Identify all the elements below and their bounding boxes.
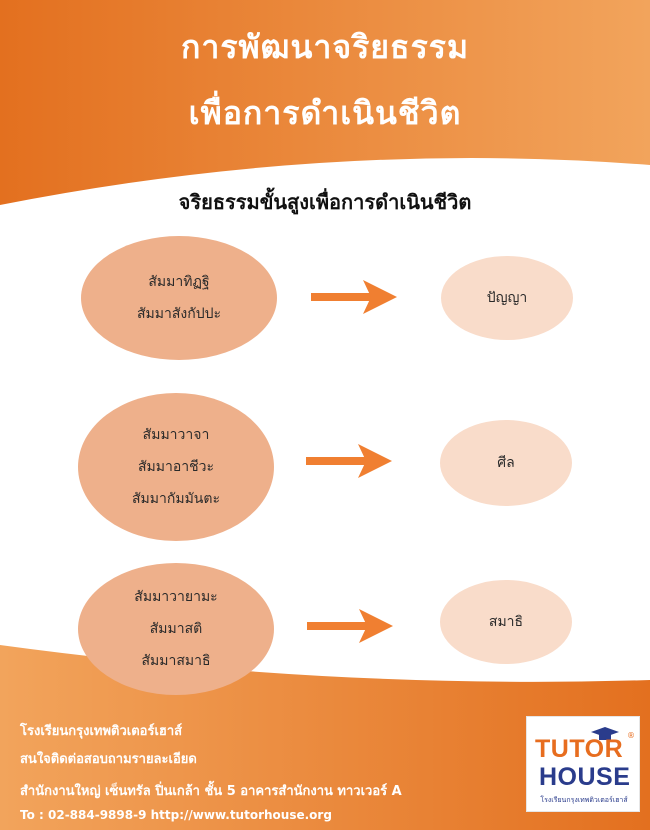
path-group-2-ellipse: สัมมาวาจา สัมมาอาชีวะ สัมมากัมมันตะ bbox=[78, 393, 274, 541]
logo-tagline: โรงเรียนกรุงเทพติวเตอร์เฮาส์ bbox=[540, 796, 628, 804]
page-title-line2: เพื่อการดำเนินชีวิต bbox=[188, 94, 462, 132]
tutor-house-logo[interactable]: ® TUTOR HOUSE โรงเรียนกรุงเทพติวเตอร์เฮา… bbox=[526, 716, 640, 812]
result-ellipse-3: สมาธิ bbox=[440, 580, 572, 664]
arrow-right-icon bbox=[307, 609, 393, 643]
diagram-subtitle: จริยธรรมขั้นสูงเพื่อการดำเนินชีวิต bbox=[178, 190, 472, 214]
header-band bbox=[0, 0, 650, 205]
footer-contact-text: สนใจติดต่อสอบถามรายละเอียด bbox=[20, 752, 197, 767]
path-item: สัมมาทิฏฐิ bbox=[148, 274, 210, 290]
registered-mark: ® bbox=[627, 731, 635, 740]
result-label: ปัญญา bbox=[486, 290, 528, 306]
result-ellipse-1: ปัญญา bbox=[441, 256, 573, 340]
arrow-right-icon bbox=[311, 280, 397, 314]
result-label: สมาธิ bbox=[488, 614, 524, 630]
page-title-line1: การพัฒนาจริยธรรม bbox=[180, 28, 470, 66]
path-item: สัมมาสติ bbox=[149, 621, 203, 637]
result-ellipse-2: ศีล bbox=[440, 420, 572, 506]
path-item: สัมมาสมาธิ bbox=[141, 653, 211, 669]
footer-school-name: โรงเรียนกรุงเทพติวเตอร์เฮาส์ bbox=[20, 724, 183, 739]
path-group-1-ellipse: สัมมาทิฏฐิ สัมมาสังกัปปะ bbox=[81, 236, 277, 360]
path-group-3-ellipse: สัมมาวายามะ สัมมาสติ สัมมาสมาธิ bbox=[78, 563, 274, 695]
path-item: สัมมาอาชีวะ bbox=[137, 459, 214, 475]
result-label: ศีล bbox=[497, 455, 515, 471]
logo-word-house: HOUSE bbox=[539, 763, 631, 791]
path-item: สัมมาวาจา bbox=[142, 427, 210, 443]
footer-phone-website[interactable]: To : 02-884-9898-9 http://www.tutorhouse… bbox=[20, 808, 332, 822]
arrow-right-icon bbox=[306, 444, 392, 478]
path-item: สัมมาสังกัปปะ bbox=[136, 306, 221, 322]
logo-word-tutor: TUTOR bbox=[535, 735, 624, 763]
footer-address: สำนักงานใหญ่ เซ็นทรัล ปิ่นเกล้า ชั้น 5 อ… bbox=[20, 784, 402, 799]
path-item: สัมมากัมมันตะ bbox=[132, 491, 220, 507]
path-item: สัมมาวายามะ bbox=[134, 589, 218, 605]
graduation-cap-icon bbox=[591, 727, 619, 740]
